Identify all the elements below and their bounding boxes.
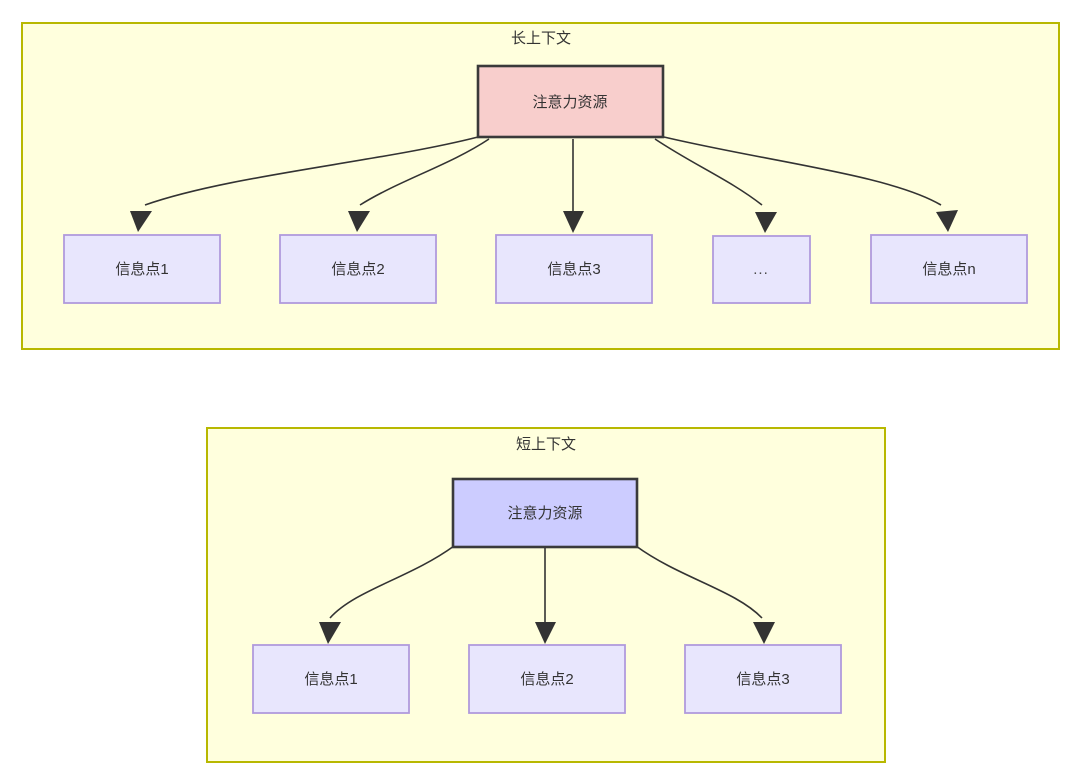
node-leaf-long-3[interactable]: 信息点3 [495,234,653,304]
arrowhead-info2 [348,211,370,232]
panel-short-context-title: 短上下文 [516,436,576,453]
node-leaf-short-2-label: 信息点2 [520,671,573,688]
node-leaf-short-1-label: 信息点1 [304,671,357,688]
edge-group-long-context [130,136,958,233]
arrowhead-short-info1 [319,622,341,644]
node-leaf-long-2-label: 信息点2 [331,261,384,278]
arrowhead-short-info3 [753,622,775,644]
node-leaf-short-1-box[interactable] [252,644,410,714]
node-leaf-short-2[interactable]: 信息点2 [468,644,626,714]
node-leaf-long-3-label: 信息点3 [547,261,600,278]
node-leaf-long-2[interactable]: 信息点2 [279,234,437,304]
node-root-long-context-box[interactable] [476,64,665,139]
arrowhead-short-info2 [535,622,556,644]
node-leaf-long-ellipsis-label: ... [753,261,769,278]
node-root-long-context-label: 注意力资源 [532,93,607,111]
edge-group-short-context [319,545,775,644]
edge-root-to-infon [663,136,942,206]
node-leaf-long-1[interactable]: 信息点1 [63,234,221,304]
node-leaf-long-2-box[interactable] [279,234,437,304]
node-leaf-short-1[interactable]: 信息点1 [252,644,410,714]
arrowhead-infon [936,210,958,232]
node-leaf-short-3-label: 信息点3 [736,671,789,688]
node-leaf-long-3-box[interactable] [495,234,653,304]
arrowhead-info1 [130,211,152,232]
node-leaf-long-1-box[interactable] [63,234,221,304]
node-root-long-context[interactable]: 注意力资源 [476,64,665,139]
edge-root-to-info2 [359,138,490,206]
edge-root-to-short-info3 [635,545,763,619]
node-leaf-short-3-box[interactable] [684,644,842,714]
node-root-short-context-box[interactable] [451,477,639,549]
node-leaf-long-ellipsis-box[interactable] [712,235,811,304]
node-leaf-long-n[interactable]: 信息点n [870,234,1028,304]
edge-root-to-ellipsis [654,138,763,206]
node-leaf-long-ellipsis[interactable]: ... [712,235,811,304]
arrowhead-ellipsis [755,212,777,233]
node-root-short-context-label: 注意力资源 [507,504,582,522]
arrowhead-info3 [563,211,584,233]
node-leaf-short-3[interactable]: 信息点3 [684,644,842,714]
edge-root-to-short-info1 [329,545,455,619]
node-leaf-long-1-label: 信息点1 [115,261,168,278]
panel-long-context-title: 长上下文 [511,30,571,47]
node-leaf-long-n-box[interactable] [870,234,1028,304]
edge-root-to-info1 [144,136,479,206]
panel-long-context: 长上下文 注意力资源 信息点1 [21,22,1060,350]
panel-short-context: 短上下文 注意力资源 信息点1 信息点2 信息点3 [206,427,886,763]
node-leaf-short-2-box[interactable] [468,644,626,714]
node-root-short-context[interactable]: 注意力资源 [451,477,639,549]
node-leaf-long-n-label: 信息点n [922,261,975,278]
